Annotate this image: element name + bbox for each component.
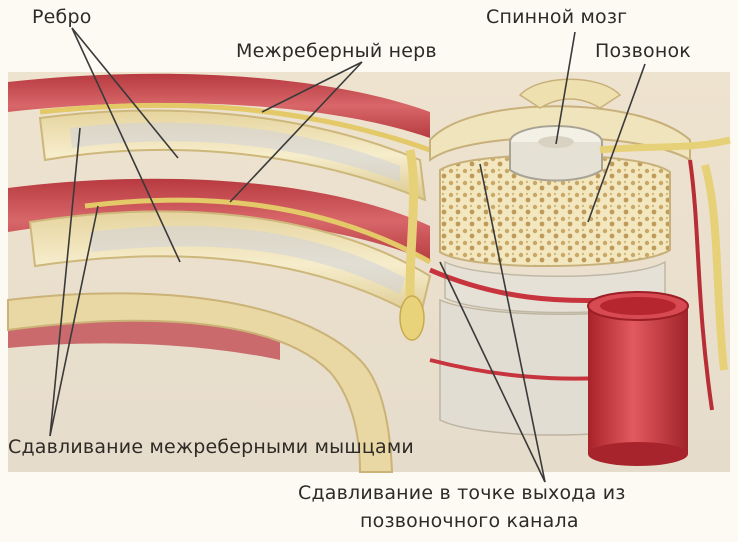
leader-muscle-2 xyxy=(49,205,99,437)
leader-vertebra xyxy=(587,63,646,223)
leader-exit-2 xyxy=(439,261,546,483)
nerve-ganglion xyxy=(399,295,425,341)
aorta-bottom xyxy=(588,442,688,466)
aorta-body xyxy=(588,306,688,454)
leader-nerve-1 xyxy=(261,61,363,113)
spinal-cord-body xyxy=(509,142,603,182)
leader-rib-2 xyxy=(71,27,181,263)
rib-arc xyxy=(7,292,394,473)
intercostal-artery-lower xyxy=(429,358,601,381)
nerve-right-descending xyxy=(701,163,728,371)
leader-muscle-1 xyxy=(49,127,81,437)
aorta-lumen xyxy=(600,297,676,315)
label-rib: Ребро xyxy=(32,6,92,28)
intercostal-muscle-middle xyxy=(8,178,430,262)
label-spinal-cord: Спинной мозг xyxy=(486,6,628,28)
spinous-process xyxy=(518,78,622,109)
leader-rib-1 xyxy=(71,27,179,159)
intercostal-muscle-upper xyxy=(8,73,430,138)
vessel-right xyxy=(688,159,714,411)
leader-lines xyxy=(49,27,646,483)
nerve-root-right xyxy=(599,136,731,154)
label-intercostal-nerve: Межреберный нерв xyxy=(236,40,437,62)
rib-upper-inner xyxy=(70,122,400,182)
intercostal-nerve-lower xyxy=(84,197,432,265)
leader-nerve-2 xyxy=(229,61,363,203)
leader-exit-1 xyxy=(479,163,546,483)
label-compression-exit-line1: Сдавливание в точке выхода из xyxy=(298,482,626,504)
label-vertebra: Позвонок xyxy=(595,40,691,62)
label-compression-muscles: Сдавливание межреберными мышцами xyxy=(8,436,414,458)
rib-lower-inner xyxy=(90,225,405,294)
label-compression-exit-line2: позвоночного канала xyxy=(360,510,579,532)
intercostal-nerve-upper xyxy=(39,102,431,153)
vertebra-body xyxy=(439,154,671,267)
leader-spinal-cord xyxy=(555,31,576,145)
